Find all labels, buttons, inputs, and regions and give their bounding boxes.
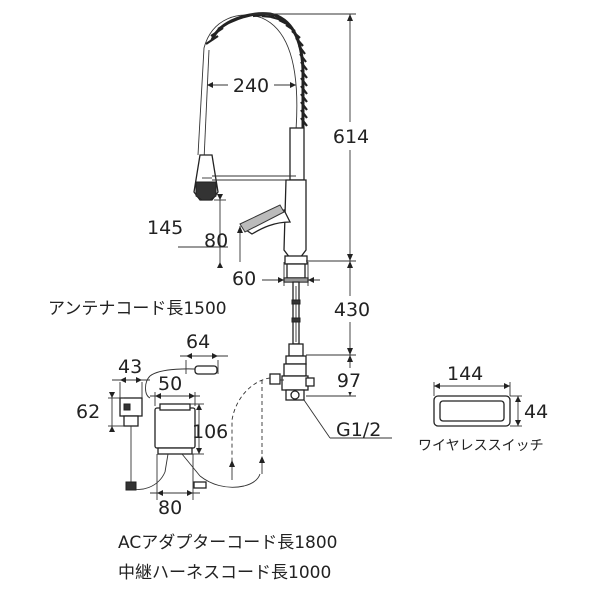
label-antenna-cord: アンテナコード長1500: [48, 299, 227, 319]
label-handle-length: 80: [204, 230, 228, 252]
dim-spout-reach: 240: [207, 72, 296, 97]
label-sensor-height: 62: [76, 401, 100, 423]
label-wireless-switch: ワイヤレススイッチ: [418, 438, 544, 454]
faucet-body: [212, 127, 309, 283]
spray-head: [193, 154, 219, 201]
ac-adapter: [125, 377, 271, 491]
dim-sensor-width: 64: [180, 331, 228, 374]
label-adapter-width: 50: [158, 373, 182, 395]
label-spout-reach: 240: [233, 75, 269, 97]
dim-adapter-width: 50: [150, 373, 200, 406]
dim-sensor-height: 62: [76, 392, 124, 432]
wireless-switch: 144 44 ワイヤレススイッチ: [418, 363, 548, 454]
dim-valve-height: 97: [306, 355, 366, 397]
label-adapter-depth: 80: [158, 497, 182, 519]
dim-adapter-height: 106: [190, 403, 228, 455]
sensor-unit: [119, 365, 218, 488]
label-valve-height: 97: [337, 370, 361, 392]
label-switch-width: 144: [447, 363, 483, 385]
dim-thread: G1/2: [303, 399, 392, 441]
dim-body-diameter: 60: [232, 262, 320, 290]
dim-total-height: 614: [250, 13, 374, 262]
spring-spout: [197, 12, 308, 161]
dim-pipe-length: 430: [306, 261, 376, 356]
label-total-height: 614: [333, 126, 369, 148]
dim-handle-length: 80: [204, 226, 243, 262]
label-pipe-length: 430: [334, 299, 370, 321]
stop-valve: [269, 363, 315, 401]
label-switch-height: 44: [524, 401, 548, 423]
label-sensor-width: 64: [186, 331, 210, 353]
label-body-diameter: 60: [232, 268, 256, 290]
dim-adapter-depth: 80: [150, 454, 200, 519]
label-thread: G1/2: [336, 419, 381, 441]
dim-handle-height: 145: [147, 194, 228, 268]
label-relay-harness-cord: 中継ハーネスコード長1000: [118, 563, 331, 583]
label-ac-adapter-cord: ACアダプターコード長1800: [118, 533, 337, 553]
label-sensor-depth: 43: [118, 356, 142, 378]
label-handle-height: 145: [147, 217, 183, 239]
supply-hose: [285, 281, 307, 365]
dim-sensor-depth: 43: [112, 356, 150, 398]
label-adapter-height: 106: [192, 421, 228, 443]
